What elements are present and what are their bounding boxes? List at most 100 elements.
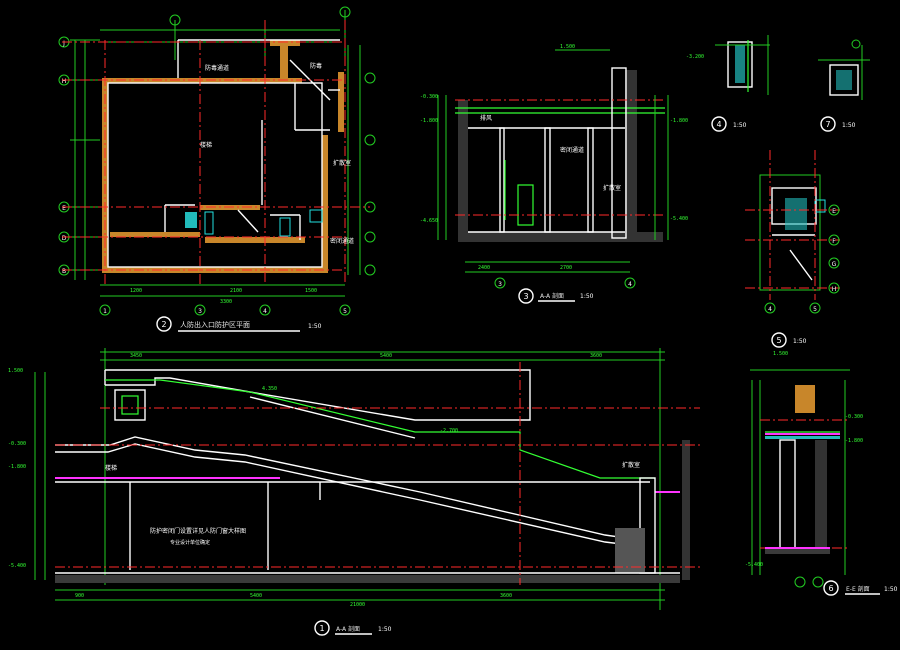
view-title: E-E 剖面: [846, 585, 870, 593]
wall: [795, 385, 815, 413]
view-number: 4: [716, 120, 721, 129]
room-label: 密闭通道: [330, 237, 354, 245]
grid-label: 5: [813, 306, 817, 313]
room-label: 扩散室: [622, 461, 640, 469]
plan-view-2: J H E D B: [58, 6, 376, 332]
view-title: A-A 剖面: [540, 292, 564, 300]
annotation: -3.200: [686, 54, 704, 60]
wall: [270, 40, 300, 46]
elevation: -1.800: [670, 118, 688, 124]
wall: [280, 40, 288, 80]
dimension: 3300: [220, 299, 232, 305]
grid-label: 4: [628, 281, 632, 288]
dimension: 900: [75, 593, 84, 599]
wall: [322, 135, 328, 273]
view-scale: 1:50: [842, 122, 856, 129]
view-number-bubble: [771, 332, 787, 348]
view-number: 1: [319, 624, 324, 633]
view-scale: 1:50: [378, 626, 392, 633]
grid-label: D: [62, 235, 67, 242]
elevation: -5.400: [670, 216, 688, 222]
view-number-bubble: [314, 620, 330, 636]
earth-hatch: [458, 100, 468, 240]
grid-label: 4: [768, 306, 772, 313]
view-number: 5: [776, 336, 781, 345]
grid-label: B: [62, 268, 66, 275]
view-number: 6: [828, 584, 833, 593]
grid-label: F: [832, 238, 836, 245]
plan-grid-rows: J H E D B: [58, 36, 100, 280]
elevation: -4.650: [420, 218, 438, 224]
grid-label: 4: [263, 308, 267, 315]
wall: [205, 237, 305, 243]
detail-view-5: E F G H 4 5 5 1:50: [745, 150, 840, 348]
view-title: A-A 剖面: [336, 625, 360, 633]
room-label: 扩散室: [603, 184, 621, 192]
view-scale: 1:50: [308, 323, 322, 330]
elevation: -0.300: [8, 441, 26, 447]
stair-hatch: [615, 528, 645, 573]
grid-label: E: [832, 208, 836, 215]
dimension: 5400: [250, 593, 262, 599]
view-number: 3: [523, 292, 528, 301]
door: [517, 184, 534, 226]
dimension: 3600: [500, 593, 512, 599]
elevation: -0.300: [420, 94, 438, 100]
earth-hatch: [458, 232, 663, 242]
elevation: -5.400: [8, 563, 26, 569]
grid-label: G: [832, 261, 837, 268]
view-scale: 1:50: [793, 338, 807, 345]
elevation: -1.800: [8, 464, 26, 470]
dimension: 21000: [350, 602, 365, 608]
elevation: 1.500: [773, 351, 788, 357]
view-title: 人防出入口防护区平面: [180, 320, 250, 329]
view-number-bubble: [823, 580, 839, 596]
room-label: 密闭通道: [560, 146, 584, 154]
grid-label: H: [62, 78, 67, 85]
section-view-6: 1.500 -0.300 -1.800 -5.400 6 E-E 剖面 1:50: [745, 351, 898, 596]
section-view-1: 3450 5400 3600 1.500 -0.300 -1.800 -5.40…: [8, 348, 700, 636]
view-scale: 1:50: [580, 293, 594, 300]
elevation: -2.700: [440, 428, 458, 434]
grid-label: 1: [103, 308, 107, 315]
room-label: 扩散室: [333, 159, 351, 167]
dimension: 5400: [380, 353, 392, 359]
view-number-bubble: [156, 316, 172, 332]
view-number-bubble: [518, 288, 534, 304]
elevation: -1.800: [845, 438, 863, 444]
dimension: 2700: [560, 265, 572, 271]
view-scale: 1:50: [733, 122, 747, 129]
room-label: 防毒通道: [205, 64, 229, 72]
room-label: 排风: [480, 114, 492, 122]
section-subnote: 专业设计单位确定: [170, 539, 210, 546]
view-number-bubble: [711, 116, 727, 132]
grid-label: 3: [198, 308, 202, 315]
detail-view-4: -3.200 4 1:50: [686, 35, 770, 132]
detail-view-7: 7 1:50: [818, 39, 870, 132]
wall: [338, 72, 344, 132]
earth-hatch: [55, 575, 680, 583]
dimension: 3600: [590, 353, 602, 359]
elevation: -5.400: [745, 562, 763, 568]
elevation: -1.800: [420, 118, 438, 124]
grid-label: 5: [343, 308, 347, 315]
wall: [110, 232, 200, 237]
view-number: 2: [161, 320, 166, 329]
view-number: 7: [825, 120, 830, 129]
section-view-3: -0.300 -1.800 -4.650 -1.800 -5.400 1.500…: [420, 44, 688, 304]
grid-label: J: [62, 40, 65, 47]
view-number-bubble: [820, 116, 836, 132]
annotation: 1.500: [560, 44, 575, 50]
room-label: 楼梯: [105, 464, 117, 472]
column: [185, 212, 197, 228]
section-note: 防护密闭门设置详见人防门窗大样图: [150, 527, 246, 535]
dimension: 2100: [230, 288, 242, 294]
grid-label: E: [62, 205, 66, 212]
dimension: 1500: [305, 288, 317, 294]
room-label: 楼梯: [200, 141, 212, 149]
axis-bubble: [169, 14, 181, 26]
grid-label: H: [832, 286, 837, 293]
elevation: -0.300: [845, 414, 863, 420]
dimension: 3450: [130, 353, 142, 359]
